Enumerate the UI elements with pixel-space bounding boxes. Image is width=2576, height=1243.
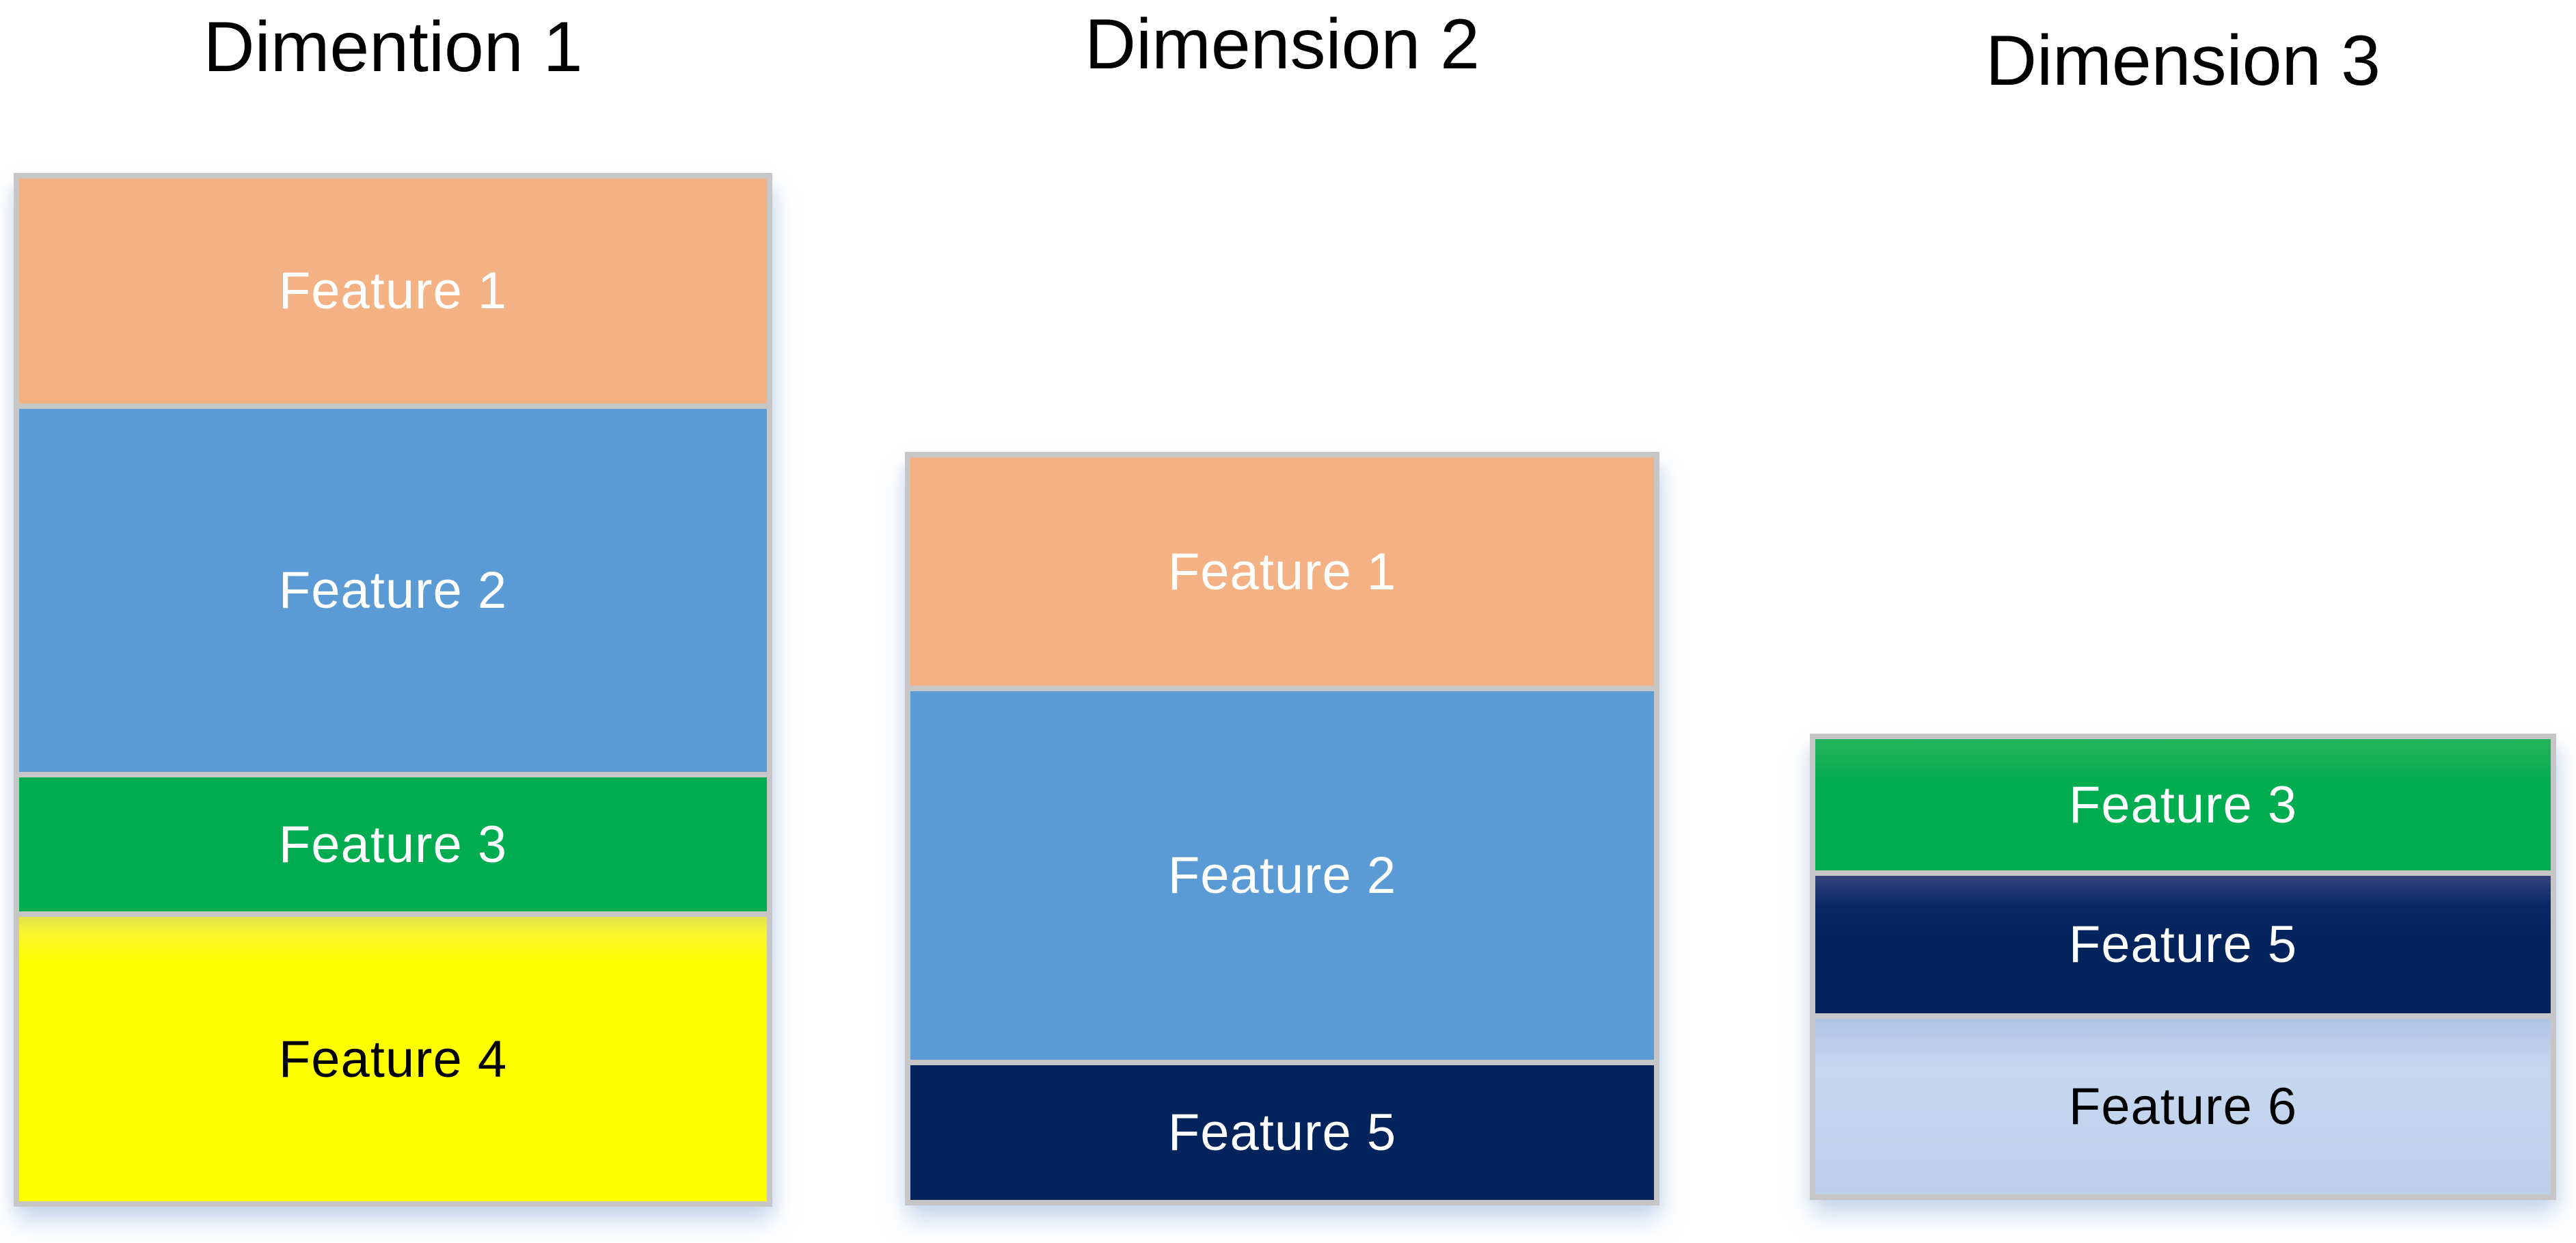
feature-2-label: Feature 2: [278, 561, 508, 619]
dimension-2-stack: Feature 1 Feature 2 Feature 5: [905, 452, 1659, 1205]
feature-1-block: Feature 1: [910, 457, 1654, 686]
feature-2-label: Feature 2: [1167, 846, 1397, 905]
feature-1-block: Feature 1: [19, 178, 767, 403]
feature-4-block: Feature 4: [19, 917, 767, 1201]
feature-5-label: Feature 5: [1167, 1104, 1397, 1162]
feature-2-block: Feature 2: [910, 691, 1654, 1060]
column-title-dimension-1: Dimention 1: [203, 8, 583, 87]
feature-6-label: Feature 6: [2068, 1078, 2298, 1136]
feature-5-block: Feature 5: [910, 1065, 1654, 1200]
feature-3-block: Feature 3: [1815, 739, 2551, 870]
feature-2-block: Feature 2: [19, 409, 767, 772]
feature-3-label: Feature 3: [2068, 775, 2298, 834]
feature-3-label: Feature 3: [278, 815, 508, 874]
feature-4-label: Feature 4: [278, 1030, 508, 1088]
column-title-dimension-2: Dimension 2: [1084, 5, 1480, 84]
feature-3-block: Feature 3: [19, 777, 767, 911]
feature-1-label: Feature 1: [1167, 542, 1397, 601]
dimension-3-stack: Feature 3 Feature 5 Feature 6: [1810, 734, 2556, 1200]
dimension-1-stack: Feature 1 Feature 2 Feature 3 Feature 4: [14, 173, 772, 1207]
feature-6-block: Feature 6: [1815, 1019, 2551, 1194]
feature-5-block: Feature 5: [1815, 876, 2551, 1013]
feature-1-label: Feature 1: [278, 262, 508, 320]
column-title-dimension-3: Dimension 3: [1985, 21, 2381, 101]
feature-5-label: Feature 5: [2068, 915, 2298, 974]
